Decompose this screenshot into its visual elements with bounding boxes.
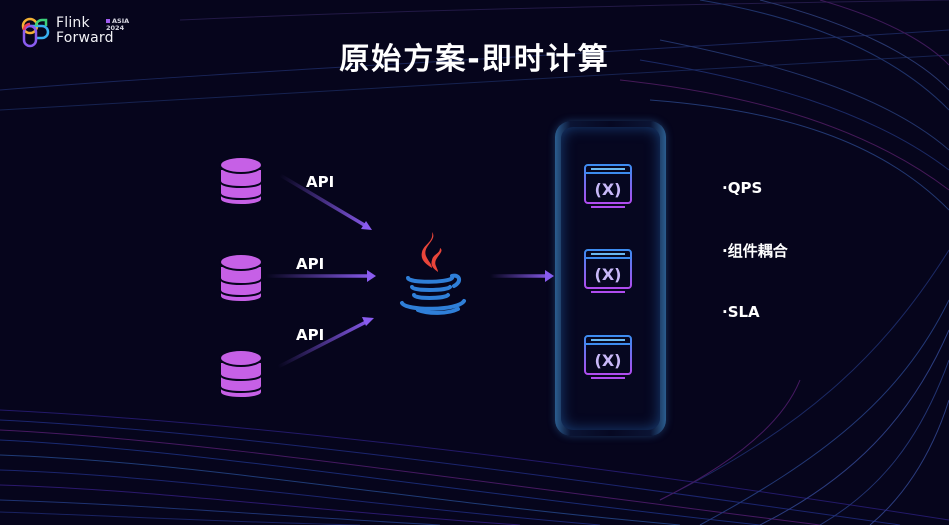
slide-title: 原始方案-即时计算 — [339, 42, 610, 77]
api-label-3: API — [296, 326, 325, 344]
svg-text:(X): (X) — [595, 351, 622, 370]
logo-line-2: Forward — [56, 30, 114, 46]
function-container-panel — [555, 121, 666, 436]
arrow-db3-to-java — [277, 317, 374, 369]
database-icon — [219, 156, 263, 207]
svg-text:(X): (X) — [595, 265, 622, 284]
arrow-db2-to-java — [266, 270, 376, 282]
source-database-3 — [218, 348, 264, 400]
bullet-component-coupling: ·组件耦合 — [722, 242, 788, 260]
logo-badge-region: ASIA — [112, 17, 130, 25]
api-label-2: API — [296, 255, 325, 273]
bullet-sla: ·SLA — [722, 303, 760, 321]
database-icon — [219, 349, 263, 400]
java-icon — [400, 232, 466, 315]
database-icon — [219, 253, 263, 304]
source-database-2 — [218, 252, 264, 304]
badge-dot-icon — [106, 19, 110, 23]
flink-forward-logo-icon — [21, 17, 50, 48]
svg-text:(X): (X) — [595, 180, 622, 199]
arrow-java-to-functions — [490, 270, 554, 282]
arrow-db1-to-java — [279, 173, 372, 230]
source-database-1 — [218, 155, 264, 207]
api-label-1: API — [306, 173, 335, 191]
bullet-qps: ·QPS — [722, 179, 763, 197]
function-window-icon-3: (X) — [584, 335, 632, 379]
flink-forward-logo: Flink Forward ASIA 2024 — [20, 14, 140, 50]
logo-line-1: Flink — [56, 15, 90, 31]
function-window-icon-1: (X) — [584, 164, 632, 208]
function-window-icon-2: (X) — [584, 249, 632, 293]
logo-badge-year: 2024 — [106, 24, 125, 32]
